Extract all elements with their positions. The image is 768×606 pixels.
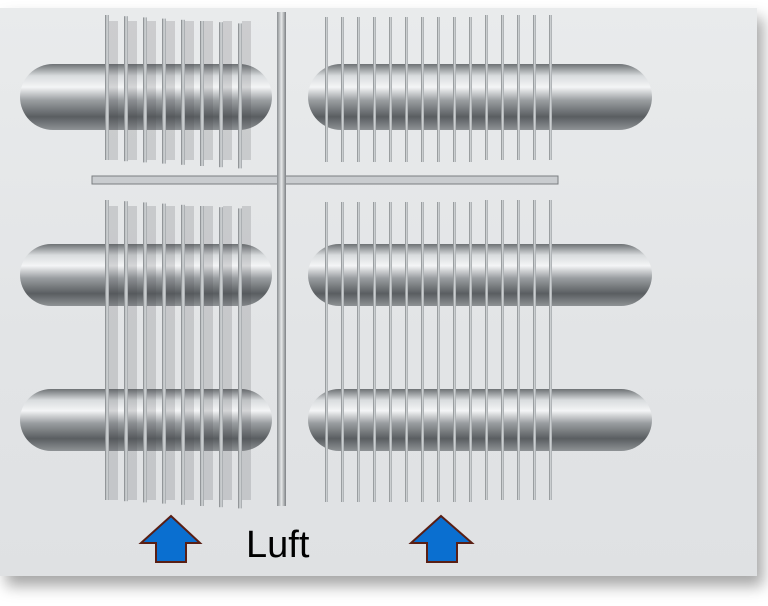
fin <box>162 18 166 164</box>
fin <box>143 17 147 163</box>
fin <box>124 201 128 502</box>
fin <box>453 202 456 502</box>
tube <box>308 389 652 451</box>
fin <box>124 16 128 162</box>
fin-shadow <box>147 21 156 160</box>
fin <box>325 202 328 502</box>
fin-shadow <box>109 21 118 160</box>
vertical-divider-plate <box>277 12 286 506</box>
tube <box>308 244 652 306</box>
fin <box>453 17 456 162</box>
fin-shadow <box>223 206 232 500</box>
fin <box>421 17 424 162</box>
fin <box>341 202 344 502</box>
fin-shadow <box>242 206 251 500</box>
horizontal-divider-plate <box>91 175 559 185</box>
fin <box>485 15 488 160</box>
fin-shadow <box>223 21 232 160</box>
fin <box>357 202 360 502</box>
fin <box>200 21 204 166</box>
fin-shadow <box>147 206 156 500</box>
fin <box>219 207 223 508</box>
tubes <box>20 64 652 451</box>
air-arrow-left-icon <box>138 514 203 563</box>
fin <box>219 22 223 168</box>
fin <box>421 202 424 502</box>
fin <box>517 200 520 500</box>
fin <box>405 202 408 502</box>
fin <box>437 202 440 502</box>
fin-shadow <box>242 21 251 160</box>
fin <box>469 17 472 162</box>
fin <box>389 202 392 502</box>
fin <box>181 204 185 505</box>
fin <box>105 200 109 500</box>
fin-shadow <box>204 206 213 500</box>
fin <box>325 17 328 162</box>
fin <box>200 206 204 506</box>
fin <box>533 200 536 500</box>
fin <box>405 17 408 162</box>
fin-shadow <box>185 206 194 500</box>
fin <box>549 200 552 500</box>
fin <box>357 17 360 162</box>
fin-shadow <box>185 21 194 160</box>
fin-shadow <box>128 21 137 160</box>
fin <box>373 17 376 162</box>
fin <box>181 19 185 165</box>
fin <box>238 208 242 509</box>
fin <box>105 15 109 160</box>
fin <box>533 15 536 160</box>
fin <box>549 15 552 160</box>
fins <box>105 15 552 509</box>
fin <box>238 23 242 169</box>
air-arrow-right-icon <box>408 514 475 563</box>
fin <box>517 15 520 160</box>
fin-shadow <box>128 206 137 500</box>
fin <box>469 202 472 502</box>
fin <box>162 203 166 504</box>
air-label: Luft <box>246 524 310 566</box>
fin <box>389 17 392 162</box>
fin <box>373 202 376 502</box>
fin <box>501 200 504 500</box>
fin <box>143 202 147 503</box>
fin <box>501 15 504 160</box>
tube <box>308 64 652 130</box>
fin-shadow <box>204 21 213 160</box>
fin <box>437 17 440 162</box>
fin-shadow <box>109 206 118 500</box>
fin-shadow <box>166 21 175 160</box>
fin <box>341 17 344 162</box>
fin-shadow <box>166 206 175 500</box>
fin <box>485 200 488 500</box>
